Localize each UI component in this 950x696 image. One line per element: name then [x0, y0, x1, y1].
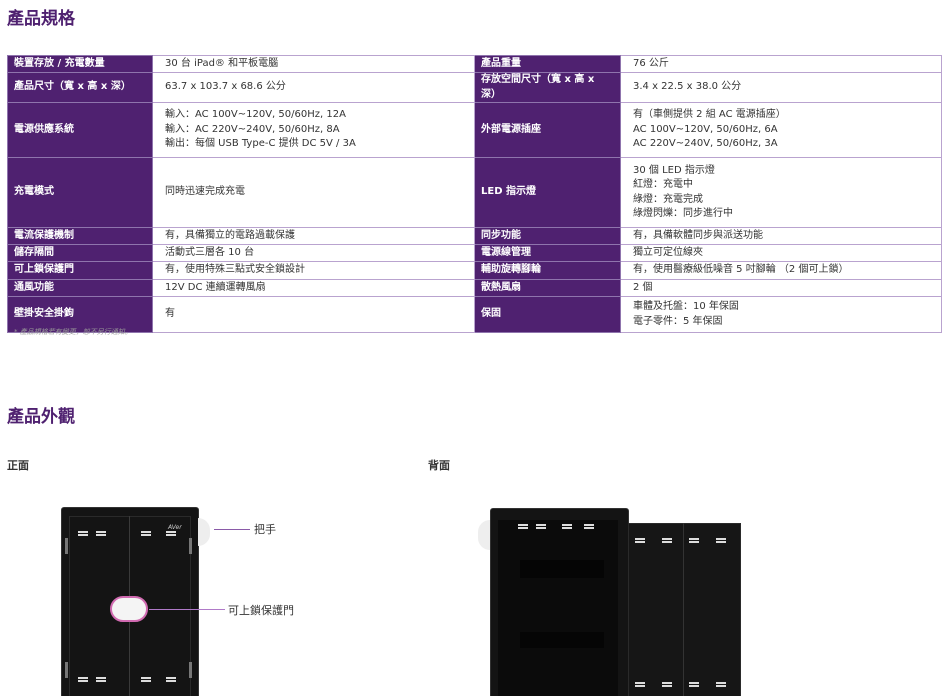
spec-row: 電流保護機制有，具備獨立的電路過載保護同步功能有，具備軟體同步與派送功能: [7, 227, 942, 245]
spec-label: 產品尺寸（寬 x 高 x 深）: [7, 72, 153, 103]
specs-title: 產品規格: [7, 9, 75, 29]
spec-value: 車體及托盤：10 年保固 電子零件：5 年保固: [620, 296, 942, 333]
spec-value: 有: [152, 296, 475, 333]
spec-value: 輸入：AC 100V~120V, 50/60Hz, 12A 輸入：AC 220V…: [152, 102, 475, 158]
spec-label: 外部電源插座: [474, 102, 621, 158]
lock-highlight: [110, 596, 148, 622]
spec-value: 同時迅速完成充電: [152, 157, 475, 228]
spec-value: 30 個 LED 指示燈 紅燈：充電中 綠燈：充電完成 綠燈閃爍：同步進行中: [620, 157, 942, 228]
spec-value: 76 公斤: [620, 55, 942, 73]
spec-value: 活動式三層各 10 台: [152, 244, 475, 262]
spec-label: 儲存隔間: [7, 244, 153, 262]
spec-value: 有，具備獨立的電路過載保護: [152, 227, 475, 245]
spec-note: * 產品規格若有變更，恕不另行通知。: [14, 328, 132, 336]
spec-row: 電源供應系統輸入：AC 100V~120V, 50/60Hz, 12A 輸入：A…: [7, 102, 942, 158]
callout-lock: 可上鎖保護門: [228, 604, 294, 617]
spec-label: 同步功能: [474, 227, 621, 245]
spec-label: 壁掛安全掛鉤: [7, 296, 153, 333]
spec-row: 可上鎖保護門有，使用特殊三點式安全鎖設計輔助旋轉腳輪有，使用醫療級低噪音 5 吋…: [7, 261, 942, 280]
spec-value: 30 台 iPad® 和平板電腦: [152, 55, 475, 73]
spec-label: 保固: [474, 296, 621, 333]
handle-icon: [198, 518, 210, 546]
spec-label: 存放空間尺寸（寬 x 高 x 深）: [474, 72, 621, 103]
callout-handle: 把手: [254, 523, 276, 536]
spec-label: 可上鎖保護門: [7, 261, 153, 280]
spec-label: 通風功能: [7, 279, 153, 297]
spec-label: 散熱風扇: [474, 279, 621, 297]
spec-label: 輔助旋轉腳輪: [474, 261, 621, 280]
spec-value: 有（車側提供 2 組 AC 電源插座） AC 100V~120V, 50/60H…: [620, 102, 942, 158]
spec-row: 儲存隔間活動式三層各 10 台電源線管理獨立可定位線夾: [7, 244, 942, 262]
spec-label: LED 指示燈: [474, 157, 621, 228]
spec-label: 產品重量: [474, 55, 621, 73]
spec-value: 3.4 x 22.5 x 38.0 公分: [620, 72, 942, 103]
spec-label: 電源供應系統: [7, 102, 153, 158]
spec-label: 電源線管理: [474, 244, 621, 262]
spec-value: 12V DC 連續運轉風扇: [152, 279, 475, 297]
spec-row: 產品尺寸（寬 x 高 x 深）63.7 x 103.7 x 68.6 公分存放空…: [7, 72, 942, 103]
front-label: 正面: [7, 459, 29, 472]
spec-value: 獨立可定位線夾: [620, 244, 942, 262]
spec-value: 2 個: [620, 279, 942, 297]
back-label: 背面: [428, 459, 450, 472]
spec-value: 有，使用醫療級低噪音 5 吋腳輪 （2 個可上鎖）: [620, 261, 942, 280]
spec-label: 電流保護機制: [7, 227, 153, 245]
spec-value: 有，具備軟體同步與派送功能: [620, 227, 942, 245]
spec-row: 壁掛安全掛鉤有保固車體及托盤：10 年保固 電子零件：5 年保固: [7, 296, 942, 333]
spec-label: 裝置存放 / 充電數量: [7, 55, 153, 73]
spec-value: 63.7 x 103.7 x 68.6 公分: [152, 72, 475, 103]
spec-label: 充電模式: [7, 157, 153, 228]
appearance-title: 產品外觀: [7, 407, 75, 427]
brand-logo: AVer: [168, 524, 182, 531]
spec-value: 有，使用特殊三點式安全鎖設計: [152, 261, 475, 280]
